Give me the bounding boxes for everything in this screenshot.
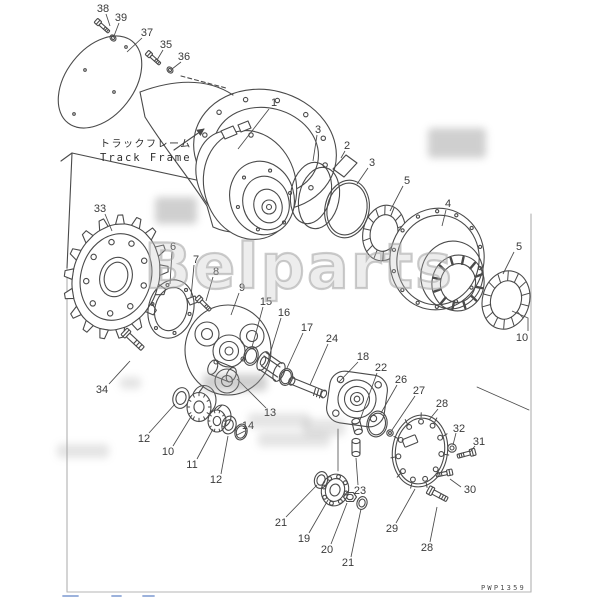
part-label-26: 26	[395, 374, 407, 386]
part-label-20: 20	[321, 544, 333, 556]
part-label-36: 36	[178, 51, 190, 63]
part-label-4: 4	[445, 198, 451, 210]
part-label-19: 19	[298, 533, 310, 545]
part-label-12: 12	[138, 433, 150, 445]
part-label-10: 10	[162, 446, 174, 458]
part-label-5: 5	[516, 241, 522, 253]
part-label-33: 33	[94, 203, 106, 215]
bolt-drawing	[456, 447, 477, 459]
part-22-pin-drawing	[351, 417, 363, 436]
part-label-2: 2	[344, 140, 350, 152]
part-label-37: 37	[141, 27, 153, 39]
bolt-drawing	[425, 485, 449, 502]
part-label-6: 6	[170, 241, 176, 253]
part-6-ring-drawing	[147, 279, 195, 339]
track-frame-title-en: Track Frame	[100, 151, 192, 164]
part-label-5: 5	[404, 175, 410, 187]
gear-drawing	[186, 384, 217, 423]
part-label-27: 27	[413, 385, 425, 397]
part-label-21: 21	[275, 517, 287, 529]
bolt-drawing	[194, 294, 212, 312]
part-label-16: 16	[278, 307, 290, 319]
part-28-cover-plate-drawing	[390, 412, 450, 489]
part-23-pin-drawing	[351, 437, 361, 458]
part-9-carrier-drawing	[184, 304, 272, 396]
part-label-12: 12	[210, 474, 222, 486]
part-32-ring-drawing	[447, 443, 457, 453]
washer-drawing	[166, 66, 174, 74]
part-33-sprocket-drawing	[63, 214, 169, 340]
part-label-21: 21	[342, 557, 354, 569]
part-label-3: 3	[369, 157, 375, 169]
blurred-watermark-patch	[57, 444, 109, 458]
part-label-38: 38	[97, 3, 109, 15]
part-label-11: 11	[186, 459, 197, 471]
misc-lines	[337, 386, 530, 472]
part-label-39: 39	[115, 12, 127, 24]
part-label-31: 31	[473, 436, 485, 448]
part-label-14: 14	[242, 420, 254, 432]
blurred-watermark-patch	[428, 128, 486, 158]
bearing-drawing	[481, 270, 531, 330]
gear-drawing	[207, 404, 232, 433]
part-label-32: 32	[453, 423, 465, 435]
part-label-23: 23	[354, 485, 366, 497]
blurred-watermark-patch	[258, 432, 330, 447]
bolt-drawing	[144, 50, 162, 66]
part-19-bearing-drawing	[320, 473, 350, 507]
part-37-cover-drawing	[57, 35, 143, 129]
part-label-18: 18	[357, 351, 369, 363]
part-label-24: 24	[326, 333, 338, 345]
part-label-10: 10	[516, 332, 528, 344]
blurred-watermark-patch	[203, 374, 267, 391]
blurred-watermark-patch	[120, 377, 141, 389]
part-1-motor-drawing	[195, 120, 298, 240]
part-label-15: 15	[260, 296, 272, 308]
part-label-13: 13	[264, 407, 276, 419]
blurred-watermark-patch	[155, 197, 197, 224]
page-border	[66, 213, 532, 593]
part-label-29: 29	[386, 523, 398, 535]
blurred-watermark-patch	[248, 413, 310, 428]
washer-drawing	[366, 410, 388, 438]
part-24-shaft-drawing	[288, 376, 328, 399]
part-label-8: 8	[213, 266, 219, 278]
track-frame-title-block: トラックフレーム Track Frame	[100, 139, 192, 165]
part-label-17: 17	[301, 322, 313, 334]
track-frame-leader	[173, 128, 205, 151]
part-label-1: 1	[271, 97, 277, 109]
part-label-34: 34	[96, 384, 108, 396]
track-frame-title-jp: トラックフレーム	[100, 139, 192, 150]
washer-drawing	[234, 423, 248, 441]
bolt-drawing	[435, 468, 454, 478]
washer-drawing	[278, 368, 294, 386]
washer-drawing	[109, 34, 117, 42]
part-label-28: 28	[436, 398, 448, 410]
washer-drawing	[221, 415, 237, 435]
bolt-drawing	[120, 327, 145, 351]
part-label-3: 3	[315, 124, 321, 136]
washer-drawing	[356, 496, 368, 510]
part-16-coupling-drawing	[256, 351, 286, 382]
blurred-watermark-patch	[303, 419, 345, 436]
washer-drawing	[324, 179, 370, 239]
part-2-shim-drawing	[332, 154, 358, 178]
part-27-ball-drawing	[386, 429, 394, 437]
part-label-7: 7	[193, 254, 199, 266]
drawing-code: PWP1359	[481, 584, 526, 592]
part-label-9: 9	[239, 282, 245, 294]
part-13-pin-drawing	[207, 359, 237, 383]
part-label-35: 35	[160, 39, 172, 51]
part-label-28: 28	[421, 542, 433, 554]
washer-drawing	[243, 346, 259, 366]
bolt-drawing	[93, 18, 111, 34]
part-labels-layer: 3839373536132354510336789341516172418222…	[94, 3, 529, 569]
part-label-22: 22	[375, 362, 387, 374]
part-4-hub-drawing	[389, 207, 485, 312]
part-label-30: 30	[464, 484, 476, 496]
